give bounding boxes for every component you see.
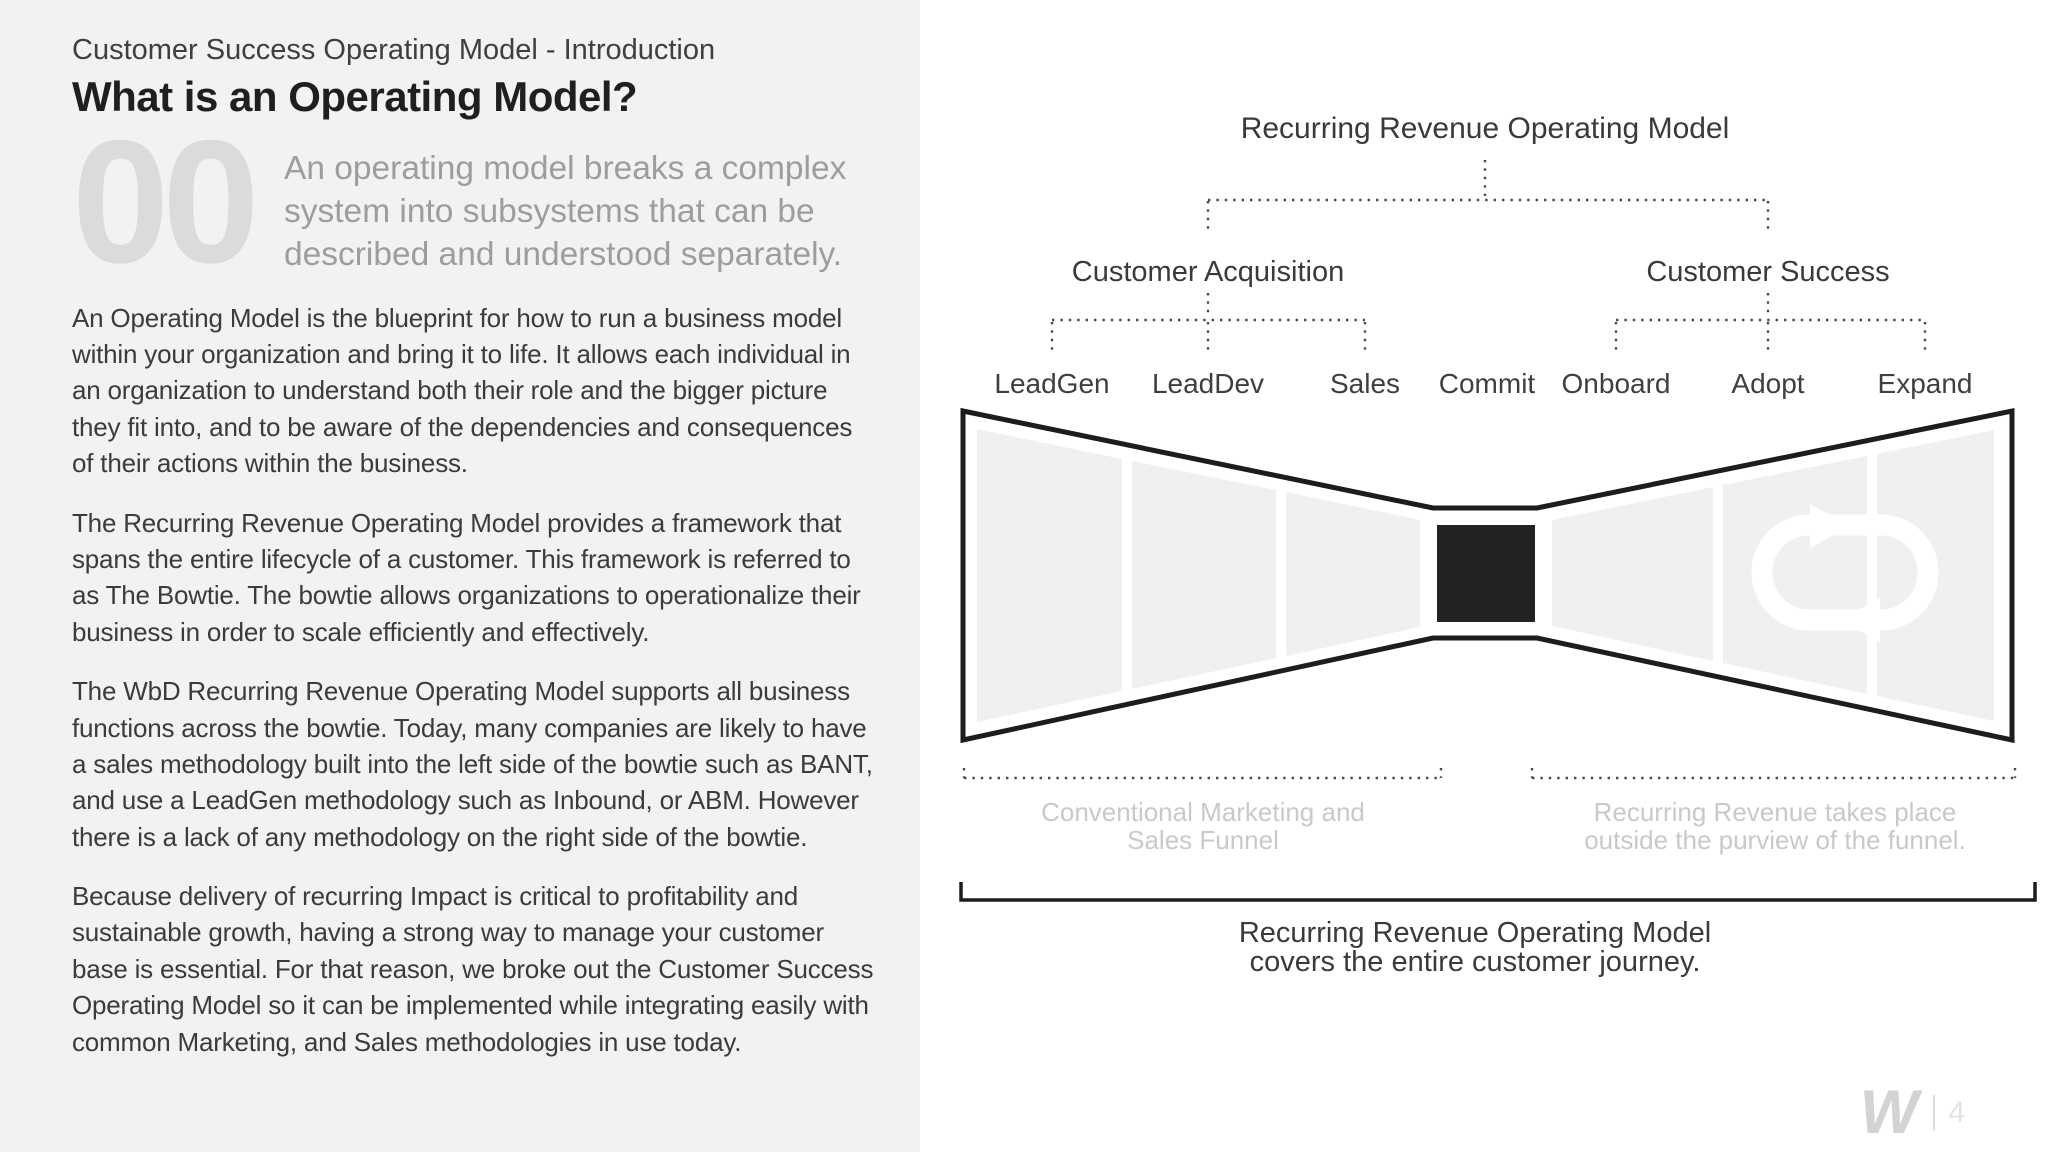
- branch-customer-success: Customer Success: [1646, 256, 1889, 288]
- kicker: Customer Success Operating Model - Intro…: [72, 34, 716, 66]
- body-paragraph-4: Because delivery of recurring Impact is …: [72, 881, 874, 1057]
- page-number: 4: [1948, 1096, 1966, 1129]
- footer: W 4: [1854, 1078, 1966, 1147]
- panel-leaddev: [1132, 461, 1276, 689]
- journey-caption-line2: covers the entire customer journey.: [1250, 946, 1701, 978]
- page-divider: [1932, 1095, 1935, 1131]
- stage-label-commit: Commit: [1439, 368, 1536, 399]
- post-funnel-caption-line1: Recurring Revenue takes place: [1594, 797, 1957, 827]
- panel-sales: [1286, 492, 1420, 656]
- stage-label-leadgen: LeadGen: [994, 368, 1109, 399]
- stage-label-adopt: Adopt: [1731, 368, 1804, 399]
- brand-logo-w: W: [1854, 1078, 1925, 1147]
- bowtie-diagram: Recurring Revenue Operating Model Custom…: [959, 112, 2037, 978]
- connector-acquisition-children: [1050, 293, 1367, 350]
- lede-text: An operating model breaks a complex syst…: [284, 150, 847, 273]
- range-funnel: [962, 768, 1443, 780]
- body-paragraph-2: The Recurring Revenue Operating Model pr…: [72, 507, 861, 647]
- connector-level1: [1206, 198, 1770, 230]
- stage-label-onboard: Onboard: [1562, 368, 1671, 399]
- page-title: What is an Operating Model?: [72, 73, 638, 120]
- funnel-caption-line2: Sales Funnel: [1127, 825, 1279, 855]
- stage-label-expand: Expand: [1878, 368, 1973, 399]
- section-lede: 00 An operating model breaks a complex s…: [72, 105, 874, 300]
- recycle-loop-icon: [1751, 504, 1939, 642]
- post-funnel-caption-line2: outside the purview of the funnel.: [1584, 825, 1966, 855]
- funnel-caption-line1: Conventional Marketing and: [1041, 797, 1365, 827]
- stage-label-sales: Sales: [1330, 368, 1400, 399]
- commit-block: [1437, 525, 1535, 622]
- body-paragraph-3: The WbD Recurring Revenue Operating Mode…: [72, 676, 873, 852]
- stage-label-leaddev: LeadDev: [1152, 368, 1264, 399]
- connector-success-children: [1614, 293, 1927, 350]
- diagram-root-label: Recurring Revenue Operating Model: [1241, 112, 1730, 145]
- body-paragraph-1: An Operating Model is the blueprint for …: [72, 302, 853, 479]
- journey-bracket: [959, 882, 2037, 902]
- panel-leadgen: [977, 429, 1122, 722]
- range-post-funnel: [1530, 768, 2017, 780]
- panel-adopt: [1723, 456, 1867, 694]
- section-number: 00: [72, 105, 260, 300]
- text-panel: Customer Success Operating Model - Intro…: [0, 0, 920, 1152]
- journey-caption-line1: Recurring Revenue Operating Model: [1239, 917, 1711, 949]
- panel-onboard: [1552, 487, 1713, 661]
- branch-customer-acquisition: Customer Acquisition: [1072, 256, 1344, 288]
